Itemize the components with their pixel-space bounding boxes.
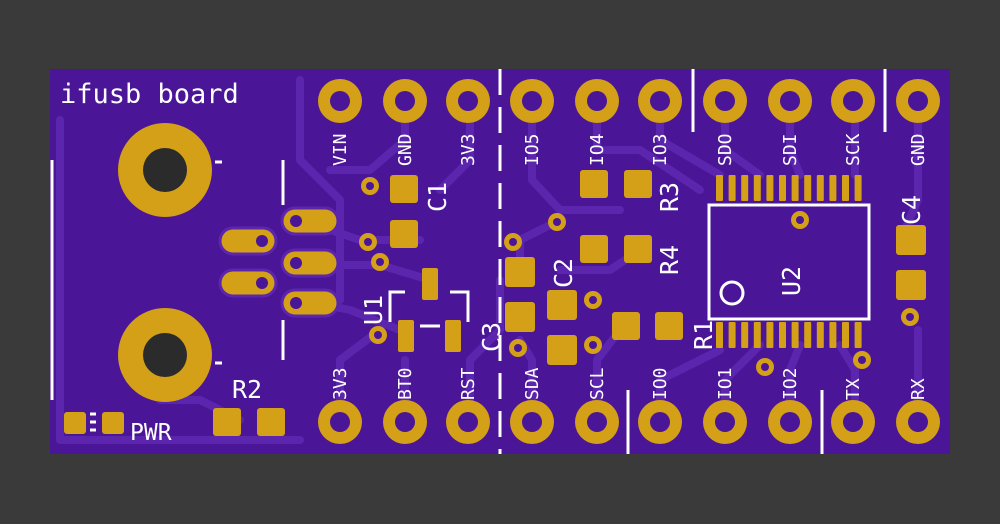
u2-pin-top <box>753 175 761 201</box>
bottom-pin-label: SCL <box>587 367 608 400</box>
u2-pin-bottom <box>804 322 812 348</box>
usb-connector-pads <box>218 206 340 318</box>
bottom-pin-hole <box>843 412 863 432</box>
top-pin-hole <box>395 91 415 111</box>
u2-pins <box>716 175 862 348</box>
top-pin-label: SDI <box>780 133 801 166</box>
u2-pin-top <box>728 175 736 201</box>
u2-outline <box>707 203 871 321</box>
top-pin-hole <box>843 91 863 111</box>
u2-pin-bottom <box>779 322 786 348</box>
u2-pin-bottom <box>842 322 849 348</box>
u2-pin-bottom <box>854 322 862 348</box>
bottom-pin-hole <box>330 412 350 432</box>
top-pin-hole <box>587 91 607 111</box>
label-u2: U2 <box>777 266 806 296</box>
u2-pin-top <box>779 175 786 201</box>
u2-pin-bottom <box>829 322 837 348</box>
u2-pin-top <box>854 175 862 201</box>
smd-pads <box>64 170 926 436</box>
label-c2: C2 <box>549 258 578 288</box>
u2-pin-top <box>842 175 849 201</box>
label-c1: C1 <box>423 182 452 212</box>
top-pin-hole <box>458 91 478 111</box>
u2-pin-top <box>791 175 799 201</box>
top-pin-hole <box>715 91 735 111</box>
u2-pin-bottom <box>753 322 761 348</box>
bottom-pin-label: IO0 <box>650 367 671 400</box>
u2-pin-top <box>766 175 774 201</box>
u2-pin-top <box>816 175 824 201</box>
label-c3: C3 <box>477 322 506 352</box>
top-pin-hole <box>780 91 800 111</box>
u2-pin-top <box>804 175 812 201</box>
bottom-pin-label: RX <box>908 378 929 400</box>
bottom-pin-label: TX <box>843 378 864 400</box>
bottom-pin-hole <box>780 412 800 432</box>
top-pin-label: IO3 <box>650 133 671 166</box>
bottom-pin-label: BT0 <box>395 367 416 400</box>
bottom-pin-hole <box>587 412 607 432</box>
u2-pin-bottom <box>728 322 736 348</box>
u2-pin-bottom <box>741 322 749 348</box>
top-pin-label: SCK <box>843 133 864 166</box>
top-pin-label: GND <box>395 133 416 166</box>
bottom-pin-hole <box>908 412 928 432</box>
silkscreen-lines <box>50 69 887 454</box>
bottom-pin-label: RST <box>458 367 479 400</box>
u2-pin-bottom <box>816 322 824 348</box>
u2-pin-top <box>829 175 837 201</box>
label-r1: R1 <box>689 320 718 350</box>
top-pin-label: GND <box>908 133 929 166</box>
bottom-pin-label: IO2 <box>780 367 801 400</box>
top-pin-hole <box>650 91 670 111</box>
label-u1: U1 <box>359 295 388 325</box>
label-r3: R3 <box>655 182 684 212</box>
top-pin-hole <box>522 91 542 111</box>
label-r2: R2 <box>232 375 262 404</box>
top-pin-label: 3V3 <box>458 133 479 166</box>
u2-pin-bottom <box>716 322 723 348</box>
u2-pin-bottom <box>766 322 774 348</box>
bottom-pin-hole <box>522 412 542 432</box>
bottom-header: 3V3 BT0 RST SDA SCL IO0 IO1 IO2 TX RX <box>318 367 940 444</box>
top-pin-label: IO4 <box>587 133 608 166</box>
u2-pin-top <box>716 175 723 201</box>
u2-pin-bottom <box>791 322 799 348</box>
top-pin-hole <box>330 91 350 111</box>
label-c4: C4 <box>897 195 926 225</box>
mount-hole-bottom <box>118 308 212 402</box>
pwr-label: PWR <box>130 420 172 446</box>
top-header: VIN GND 3V3 IO5 IO4 IO3 SDO SDI SCK GND <box>318 79 940 166</box>
bottom-pin-hole <box>715 412 735 432</box>
top-pin-hole <box>908 91 928 111</box>
board-title: ifusb board <box>60 79 239 110</box>
top-pin-label: VIN <box>330 133 351 166</box>
u2-pin-top <box>741 175 749 201</box>
mount-hole-top <box>118 123 212 217</box>
label-r4: R4 <box>655 245 684 275</box>
bottom-pin-hole <box>650 412 670 432</box>
u2-pin1-marker <box>719 280 745 306</box>
bottom-pin-hole <box>395 412 415 432</box>
bottom-pin-label: IO1 <box>715 367 736 400</box>
bottom-pin-label: 3V3 <box>330 367 351 400</box>
top-pin-label: SDO <box>715 133 736 166</box>
bottom-pin-hole <box>458 412 478 432</box>
top-pin-label: IO5 <box>522 133 543 166</box>
bottom-pin-label: SDA <box>522 367 543 400</box>
